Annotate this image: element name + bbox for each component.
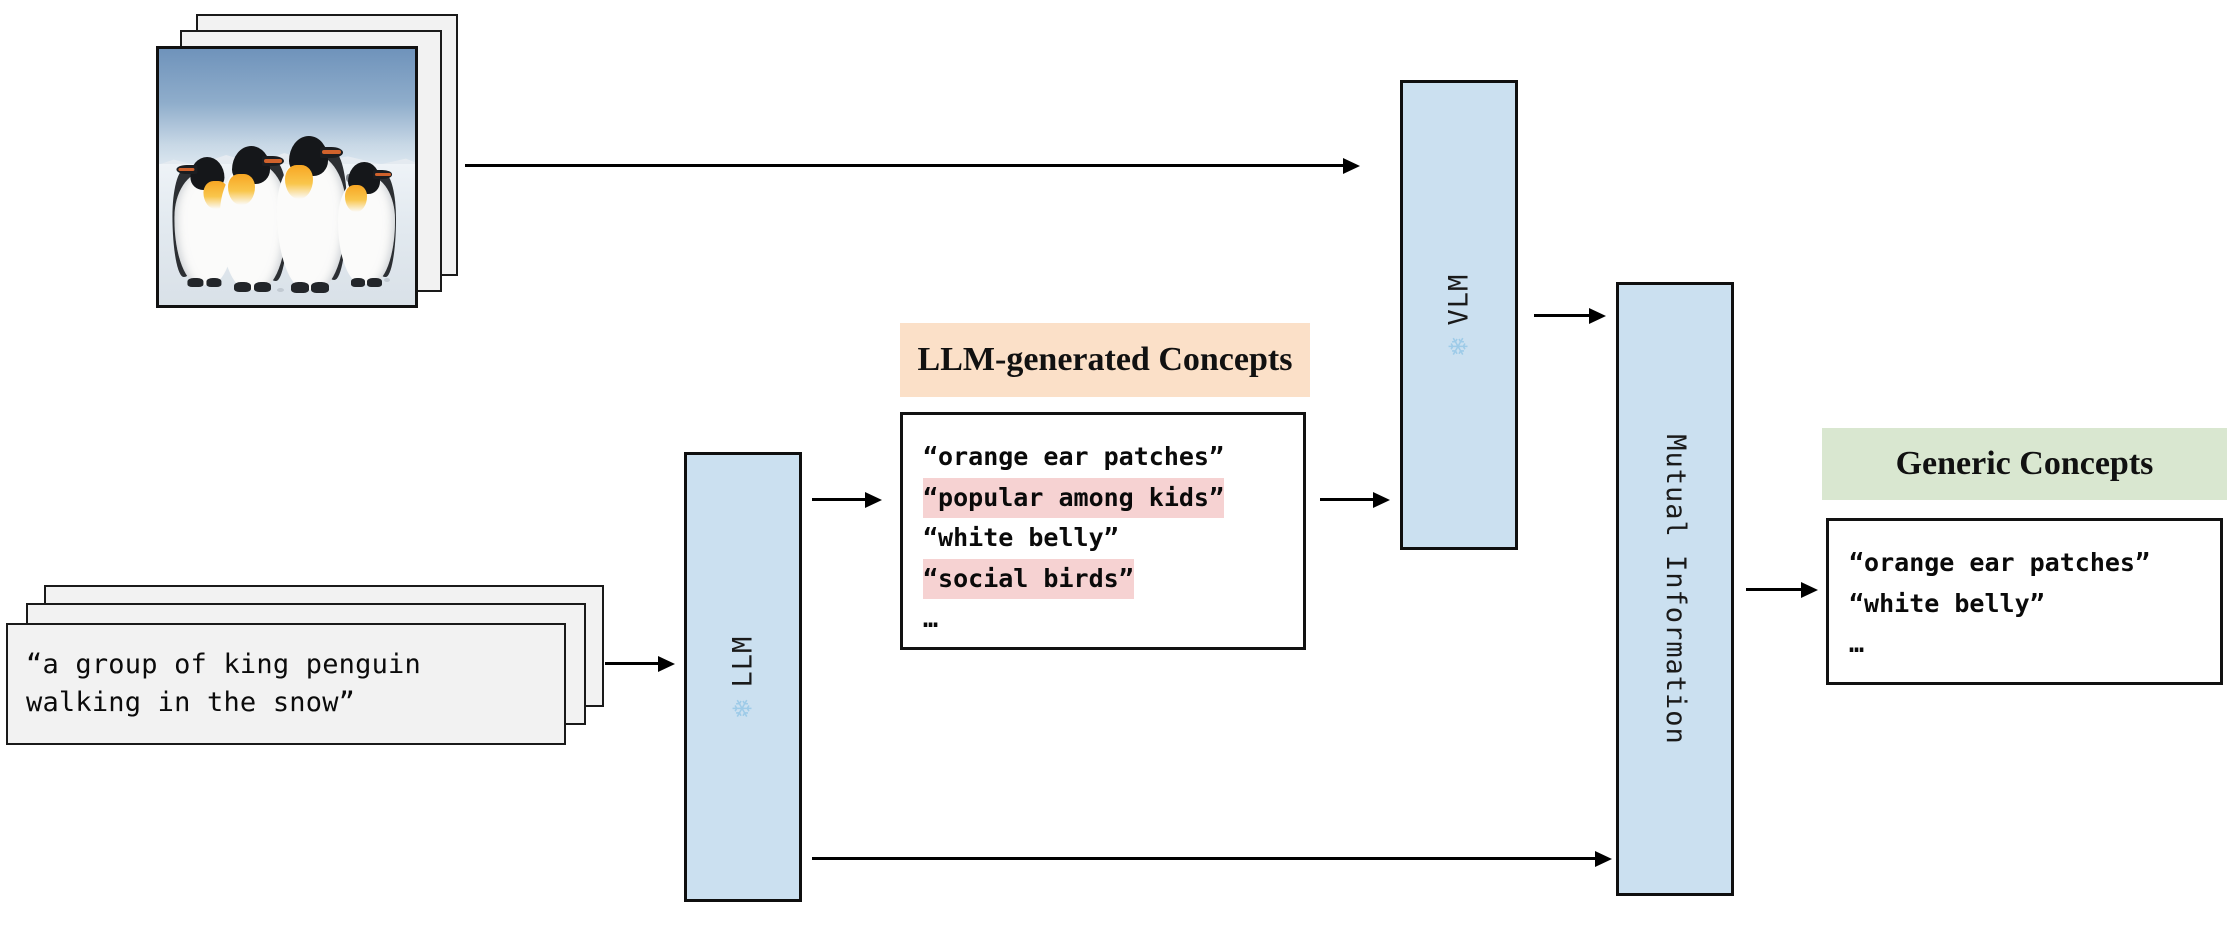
arrow-head — [1373, 491, 1390, 508]
arrow-head — [1343, 157, 1360, 174]
vlm-label-group: ❄ VLM — [1443, 273, 1474, 357]
penguin-foot — [311, 281, 330, 293]
mutual-information-label-group: Mutual Information — [1660, 434, 1691, 745]
llm-concept-item: “white belly” — [923, 523, 1119, 552]
penguin-beak-stripe — [375, 172, 391, 176]
penguin-photo — [156, 46, 418, 308]
caption-stack: “a group of king penguin walking in the … — [6, 585, 606, 745]
generic-concepts-banner: Generic Concepts — [1822, 428, 2227, 500]
snow-speck — [384, 277, 391, 282]
vlm-label: VLM — [1443, 273, 1475, 325]
penguin-beak-stripe — [264, 159, 283, 163]
arrow-shaft — [465, 164, 1343, 167]
penguin-foot — [367, 278, 383, 287]
generic-concept-item: “orange ear patches” — [1849, 548, 2151, 577]
penguin-4 — [338, 161, 396, 287]
snowflake-icon: ❄ — [1443, 334, 1473, 357]
arrow-shaft — [812, 857, 1595, 860]
arrow-shaft — [605, 662, 658, 665]
arrow-shaft — [1746, 588, 1801, 591]
generic-concept-item: “white belly” — [1849, 588, 2045, 618]
llm-block[interactable]: ❄ LLM — [684, 452, 802, 902]
arrow-head — [865, 491, 882, 508]
penguin-foot — [233, 282, 252, 293]
llm-concepts-ellipsis: … — [923, 604, 941, 633]
llm-concept-item: “popular among kids” — [923, 477, 1225, 518]
penguin-3 — [276, 136, 348, 293]
penguin-ear-patch — [344, 184, 368, 212]
penguin-foot — [253, 282, 271, 293]
arrow-head — [1595, 850, 1612, 867]
penguin-photo-content — [159, 49, 415, 305]
arrow-shaft — [1320, 498, 1373, 501]
mutual-information-label: Mutual Information — [1659, 433, 1691, 745]
vlm-block[interactable]: ❄ VLM — [1400, 80, 1518, 550]
snow-speck — [276, 288, 284, 293]
photo-sky — [159, 49, 415, 170]
penguin-beak-stripe — [178, 168, 196, 172]
penguin-foot — [290, 281, 309, 293]
penguin-foot — [350, 278, 366, 287]
caption-box: “a group of king penguin walking in the … — [6, 623, 566, 745]
arrow-head — [658, 655, 675, 672]
snowflake-icon: ❄ — [727, 696, 757, 719]
arrow-head — [1801, 581, 1818, 598]
llm-concepts-banner: LLM-generated Concepts — [900, 323, 1310, 397]
mutual-information-block[interactable]: Mutual Information — [1616, 282, 1734, 896]
penguin-foot — [187, 278, 204, 288]
generic-concepts-box: “orange ear patches” “white belly” … — [1826, 518, 2223, 685]
llm-concepts-box: “orange ear patches” “popular among kids… — [900, 412, 1306, 650]
llm-concept-item: “social birds” — [923, 558, 1134, 599]
penguin-ear-patch — [285, 165, 313, 199]
penguin-beak-stripe — [322, 150, 342, 154]
llm-concept-item: “orange ear patches” — [923, 442, 1225, 471]
penguin-ear-patch — [228, 173, 256, 206]
llm-label-group: ❄ LLM — [727, 635, 758, 719]
arrow-shaft — [812, 498, 865, 501]
llm-label: LLM — [727, 635, 759, 687]
arrow-shaft — [1534, 314, 1589, 317]
generic-concepts-ellipsis: … — [1849, 629, 1867, 658]
arrow-head — [1589, 307, 1606, 324]
penguin-photo-stack — [150, 14, 460, 314]
caption-text: “a group of king penguin walking in the … — [26, 648, 421, 718]
